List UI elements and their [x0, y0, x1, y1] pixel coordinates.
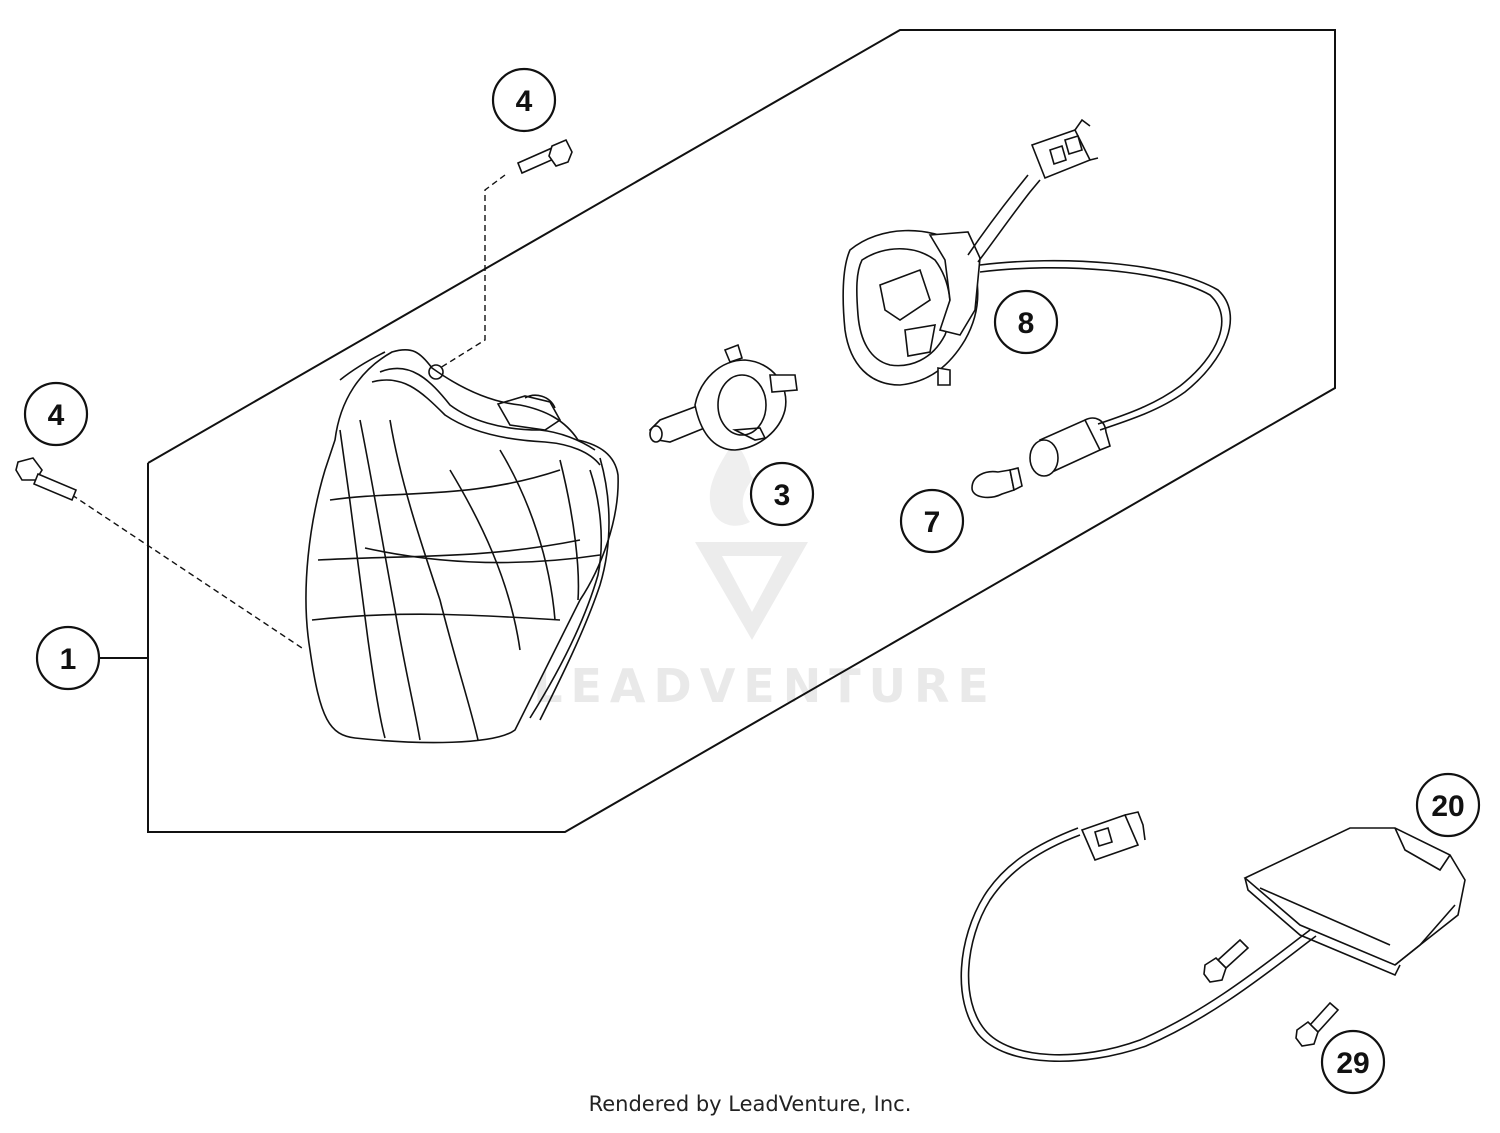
- render-credit: Rendered by LeadVenture, Inc.: [588, 1092, 912, 1116]
- led-light-connector: [1080, 811, 1146, 862]
- callout-4-left-label: 4: [48, 399, 65, 432]
- callout-3[interactable]: 3: [749, 461, 815, 527]
- callout-20-label: 20: [1431, 790, 1464, 823]
- screw-top-part-4: [516, 138, 573, 175]
- leadventure-watermark: LEADVENTURE: [533, 440, 997, 713]
- callout-8-label: 8: [1018, 307, 1035, 340]
- callout-29-label: 29: [1336, 1047, 1369, 1080]
- headlight-housing-part-1: [305, 348, 619, 744]
- callout-7-label: 7: [924, 506, 941, 539]
- callout-3-label: 3: [774, 479, 791, 512]
- led-light-wire: [960, 827, 1317, 1063]
- watermark-flame-icon: [709, 440, 778, 526]
- watermark-text: LEADVENTURE: [533, 659, 997, 713]
- callout-4-left[interactable]: 4: [23, 381, 89, 447]
- bulb-socket-part-8: [842, 118, 1099, 386]
- callout-1-label: 1: [60, 643, 77, 676]
- parking-bulb-socket: [1029, 417, 1111, 477]
- callout-4-top[interactable]: 4: [491, 67, 557, 133]
- parking-bulb-part-7: [971, 467, 1023, 499]
- callout-1[interactable]: 1: [35, 625, 101, 691]
- callout-7[interactable]: 7: [899, 488, 965, 554]
- screw-leaders: [71, 174, 506, 651]
- callout-20[interactable]: 20: [1415, 772, 1481, 838]
- screw-left-part-4: [15, 457, 78, 502]
- watermark-v-icon: [695, 542, 808, 640]
- parking-light-wire: [979, 259, 1232, 431]
- assembly-bracket: [100, 29, 1336, 833]
- callout-4-top-label: 4: [516, 85, 533, 118]
- headlight-bulb-part-3: [648, 343, 798, 451]
- screw-led-upper: [1203, 938, 1250, 983]
- callout-8[interactable]: 8: [993, 289, 1059, 355]
- led-light-part-20: [1243, 827, 1466, 977]
- screw-part-29: [1295, 1001, 1340, 1047]
- callout-29[interactable]: 29: [1320, 1029, 1386, 1095]
